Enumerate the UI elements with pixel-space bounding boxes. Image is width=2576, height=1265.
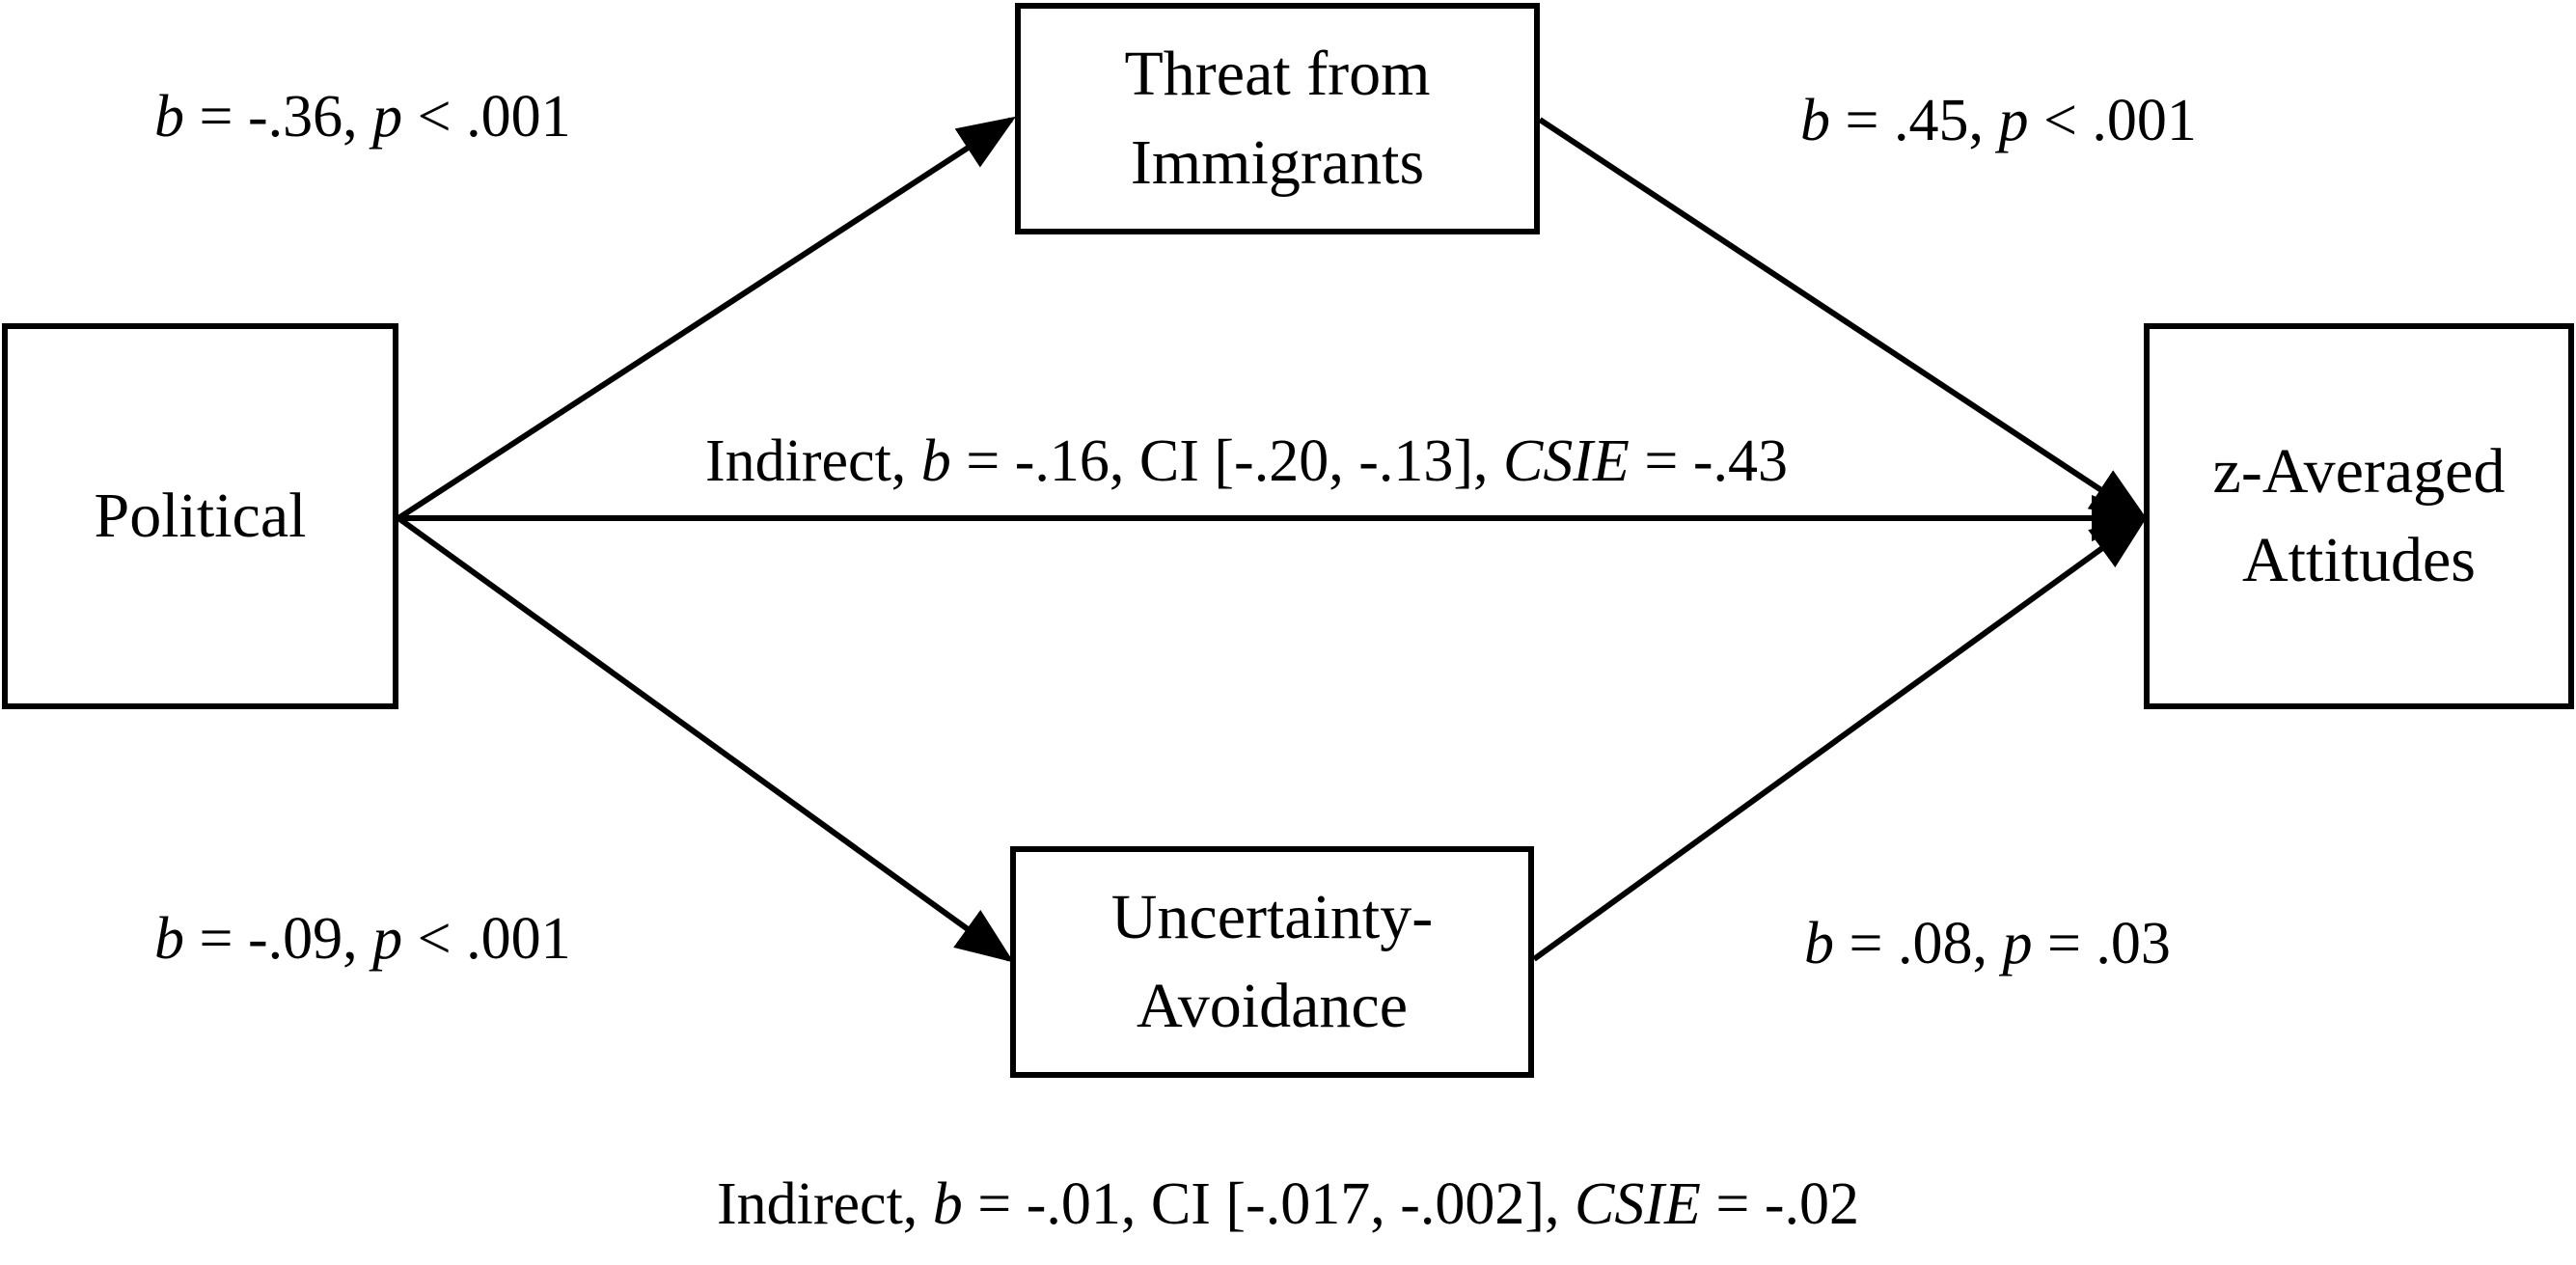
b-symbol: b: [932, 1171, 963, 1237]
indirect-prefix: Indirect,: [717, 1171, 933, 1237]
node-attitudes-line-1: z-Averaged: [2212, 436, 2506, 507]
path-label-political-to-threat: b = -.36, p < .001: [154, 87, 571, 147]
indirect-effect-threat: Indirect, b = -.16, CI [-.20, -.13], CSI…: [705, 431, 1788, 491]
node-threat-line-1: Threat from: [1124, 39, 1431, 109]
b-symbol: b: [1800, 88, 1830, 153]
p-value: < .001: [402, 84, 571, 150]
b-value: = -.16, CI [-.20, -.13],: [950, 428, 1503, 494]
p-symbol: p: [1998, 88, 2029, 153]
b-value: = .08,: [1834, 911, 2003, 976]
node-uncertainty-line-1: Uncertainty-: [1110, 882, 1434, 952]
b-value: = -.09,: [184, 906, 373, 972]
indirect-prefix: Indirect,: [705, 428, 921, 494]
arrow-threat-to-attitudes: [1538, 117, 2150, 522]
csie-value: = -.02: [1700, 1171, 1859, 1237]
node-uncertainty-line-2: Avoidance: [1137, 971, 1408, 1041]
b-value: = -.36,: [184, 84, 373, 150]
arrow-political-to-uncertainty: [397, 515, 1014, 963]
path-label-political-to-uncertainty: b = -.09, p < .001: [154, 909, 571, 969]
node-uncertainty-avoidance: Uncertainty- Avoidance: [1010, 846, 1534, 1078]
p-value: < .001: [402, 906, 571, 972]
csie-symbol: CSIE: [1502, 428, 1630, 494]
node-z-averaged-attitudes: z-Averaged Attitudes: [2144, 323, 2574, 709]
b-symbol: b: [154, 906, 184, 972]
p-symbol: p: [372, 84, 403, 150]
path-label-uncertainty-to-attitudes: b = .08, p = .03: [1804, 914, 2171, 974]
csie-symbol: CSIE: [1574, 1171, 1701, 1237]
b-value: = .45,: [1830, 88, 1999, 153]
node-threat-line-2: Immigrants: [1130, 127, 1425, 198]
node-attitudes-line-2: Attitudes: [2242, 525, 2476, 595]
b-value: = -.01, CI [-.017, -.002],: [962, 1171, 1575, 1237]
arrow-political-to-threat: [397, 116, 1017, 521]
path-label-threat-to-attitudes: b = .45, p < .001: [1800, 91, 2197, 151]
p-symbol: p: [372, 906, 403, 972]
csie-value: = -.43: [1629, 428, 1788, 494]
node-political-line-1: Political: [94, 481, 307, 551]
node-political: Political: [2, 323, 398, 709]
node-threat-from-immigrants: Threat from Immigrants: [1015, 3, 1540, 234]
indirect-effect-uncertainty: Indirect, b = -.01, CI [-.017, -.002], C…: [717, 1174, 1859, 1234]
p-symbol: p: [2002, 911, 2033, 976]
b-symbol: b: [920, 428, 951, 494]
b-symbol: b: [154, 84, 184, 150]
p-value: < .001: [2028, 88, 2197, 153]
b-symbol: b: [1804, 911, 1834, 976]
p-value: = .03: [2032, 911, 2171, 976]
arrow-uncertainty-to-attitudes: [1532, 514, 2149, 962]
